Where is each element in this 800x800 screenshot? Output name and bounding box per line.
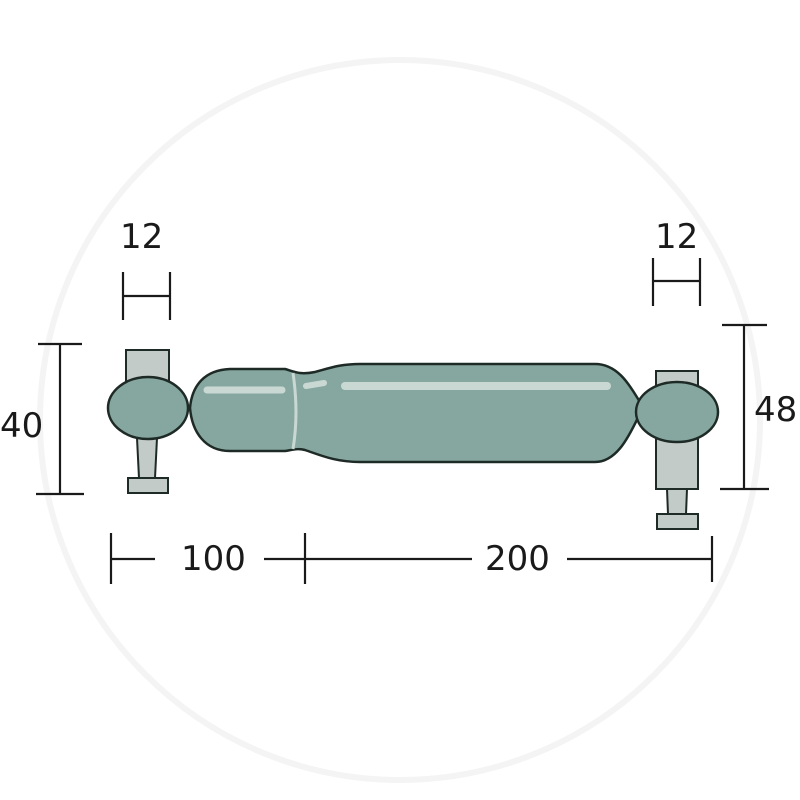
- right-mount: [634, 370, 720, 530]
- right-eye-width-label: 12: [655, 217, 699, 257]
- watermark-circle: [37, 57, 763, 783]
- left-height-label: 40: [0, 406, 44, 446]
- shock-body: [188, 362, 642, 464]
- left-eye-width-label: 12: [120, 217, 164, 257]
- dimension-lines: [36, 258, 769, 584]
- left-mount: [106, 349, 190, 494]
- right-height-label: 48: [754, 390, 798, 430]
- left-length-label: 100: [181, 539, 246, 579]
- right-length-label: 200: [485, 539, 550, 579]
